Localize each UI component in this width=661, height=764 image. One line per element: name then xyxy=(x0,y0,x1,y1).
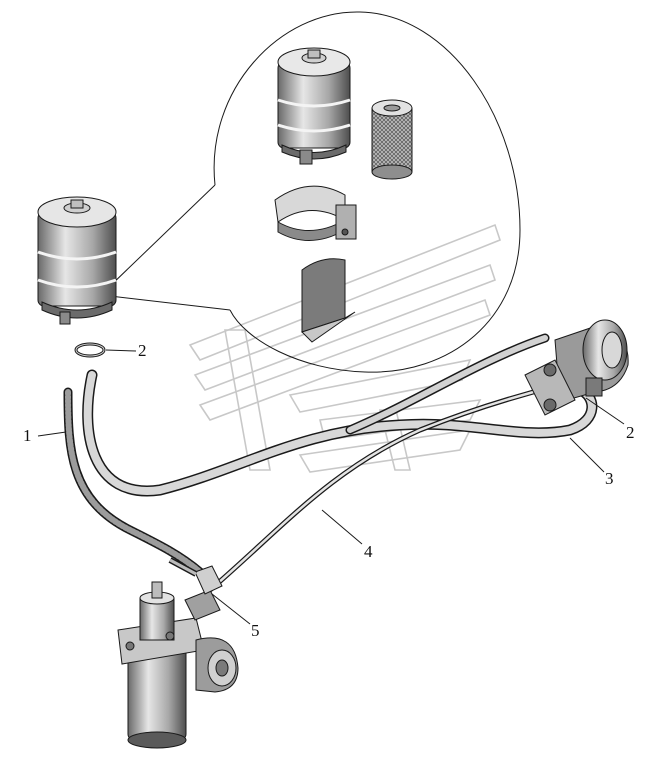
pump-reservoir xyxy=(524,319,629,416)
steering-gear xyxy=(117,557,239,749)
callout-2-pump: 2 xyxy=(626,423,635,442)
detail-callout-outline xyxy=(107,11,521,373)
hose-lines xyxy=(63,333,598,593)
filter-housing-detail xyxy=(277,47,351,165)
callout-4: 4 xyxy=(364,542,373,561)
callout-2-clamp: 2 xyxy=(138,341,147,360)
clamp-bracket-detail xyxy=(274,185,357,343)
callout-1: 1 xyxy=(23,426,32,445)
watermark-logo xyxy=(188,223,501,473)
filter-assembly xyxy=(37,196,117,325)
leader-lines xyxy=(37,349,625,625)
filter-element-detail xyxy=(371,99,413,180)
callout-5: 5 xyxy=(251,621,260,640)
callout-3: 3 xyxy=(605,469,614,488)
hose-clamp-small xyxy=(74,342,106,358)
